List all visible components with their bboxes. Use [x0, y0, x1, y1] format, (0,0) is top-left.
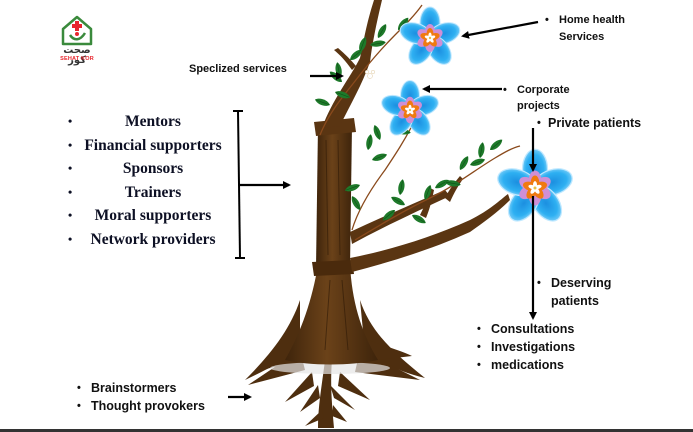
list-item: •Investigations [477, 340, 576, 354]
list-item: •Brainstormers [77, 381, 177, 395]
list-item: •medications [477, 358, 564, 372]
tree-branch-right-upper [350, 190, 450, 244]
logo-english-name: SEHAT KOR [60, 56, 94, 62]
arrow-home-health [461, 20, 539, 39]
tree-branch-right-lower [350, 194, 510, 272]
list-item: •Thought provokers [77, 399, 205, 413]
flower-home-health [396, 6, 464, 70]
list-item: •Sponsors [68, 160, 184, 177]
label-deserving-patients: •Deserving patients [537, 276, 612, 308]
supporters-list: •Mentors •Financial supporters •Sponsors… [68, 110, 228, 251]
supporters-bracket [233, 110, 245, 259]
bottom-border [0, 429, 693, 432]
tree-branch-top [322, 0, 382, 128]
label-home-health: •Home health Services [545, 14, 626, 43]
label-private-patients: •Private patients [537, 116, 642, 130]
list-item: •Financial supporters [68, 136, 222, 154]
label-specialized-services: Speclized services [189, 63, 287, 75]
services-list: •Consultations •Investigations •medicati… [477, 320, 575, 374]
list-item: •Consultations [477, 322, 575, 336]
list-item: •Trainers [68, 183, 182, 201]
small-blossom [364, 69, 376, 79]
logo-arabic-name: صحت کور [63, 45, 91, 66]
house-cross-person-icon [61, 15, 93, 46]
list-item: •Moral supporters [68, 207, 212, 224]
list-item: •Mentors [68, 113, 181, 130]
flower-private-patients [493, 148, 577, 228]
list-item: •Network providers [68, 230, 216, 248]
sehat-kor-logo: صحت کور SEHAT KOR [54, 13, 100, 66]
tree-trunk-upper [316, 125, 352, 268]
tree-trunk-lower [285, 265, 378, 365]
label-corporate-projects: •Corporate projects [503, 84, 570, 112]
roots-list: •Brainstormers •Thought provokers [77, 379, 205, 415]
